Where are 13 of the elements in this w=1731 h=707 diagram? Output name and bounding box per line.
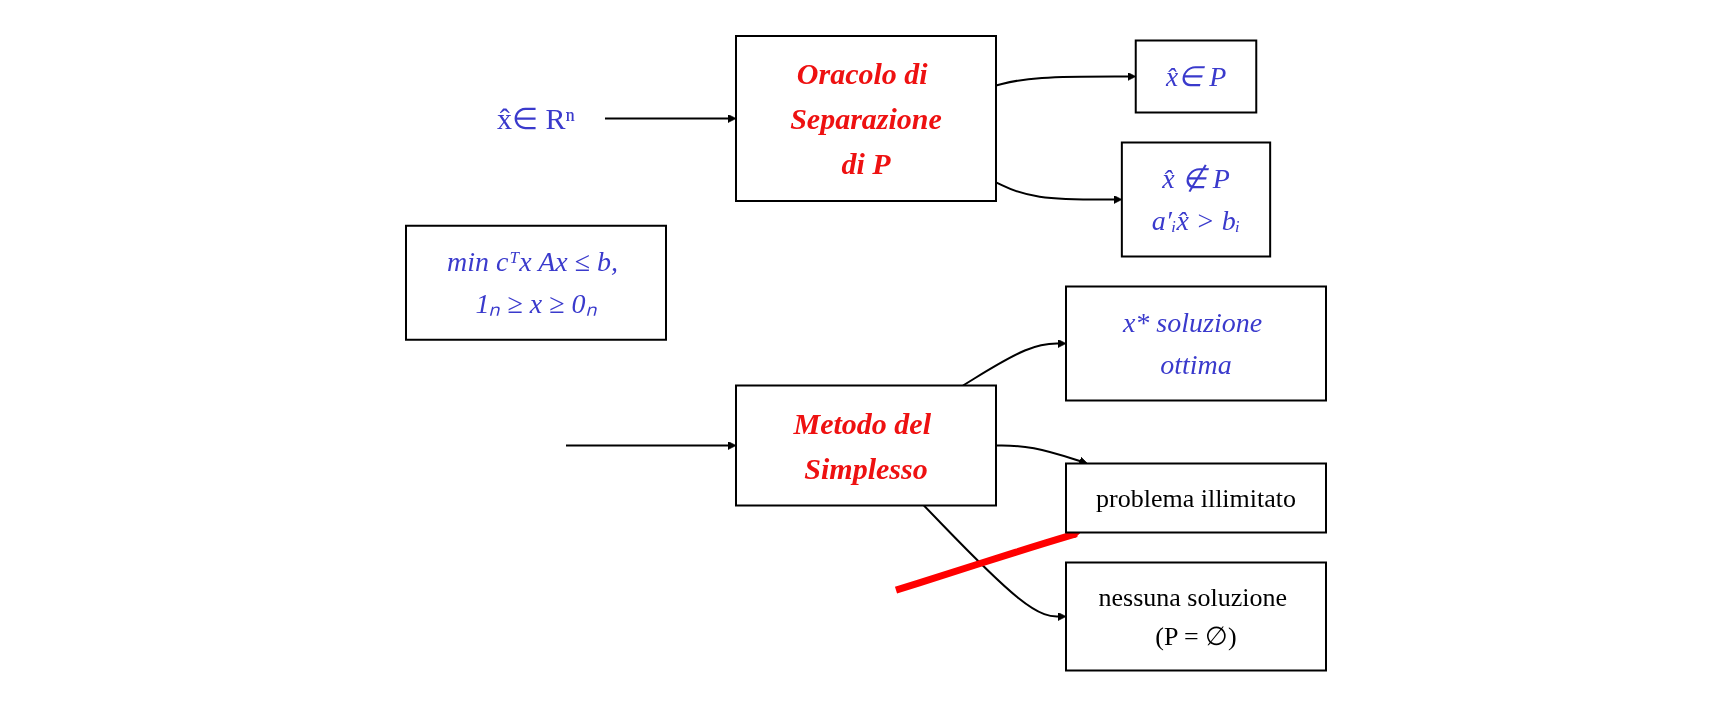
arrow — [564, 441, 736, 451]
node-box: min cᵀx Ax ≤ b, 1ₙ ≥ x ≥ 0ₙ — [404, 225, 667, 341]
arrow — [922, 504, 1066, 622]
node-text: x̂∈ Rⁿ — [496, 102, 575, 136]
node-box: x̂∈ P — [1134, 39, 1257, 114]
arrow — [961, 339, 1066, 387]
node-box: x* soluzione ottima — [1064, 285, 1327, 402]
node-box: Oracolo di Separazione di P — [734, 35, 997, 203]
node-box: problema illimitato — [1064, 462, 1327, 534]
node-box: nessuna soluzione (P = ∅) — [1064, 561, 1327, 672]
node-box: x̂ ∉ P a′ᵢx̂ > bᵢ — [1120, 141, 1271, 258]
arrow — [603, 114, 736, 124]
node-box: Metodo del Simplesso — [734, 384, 997, 507]
